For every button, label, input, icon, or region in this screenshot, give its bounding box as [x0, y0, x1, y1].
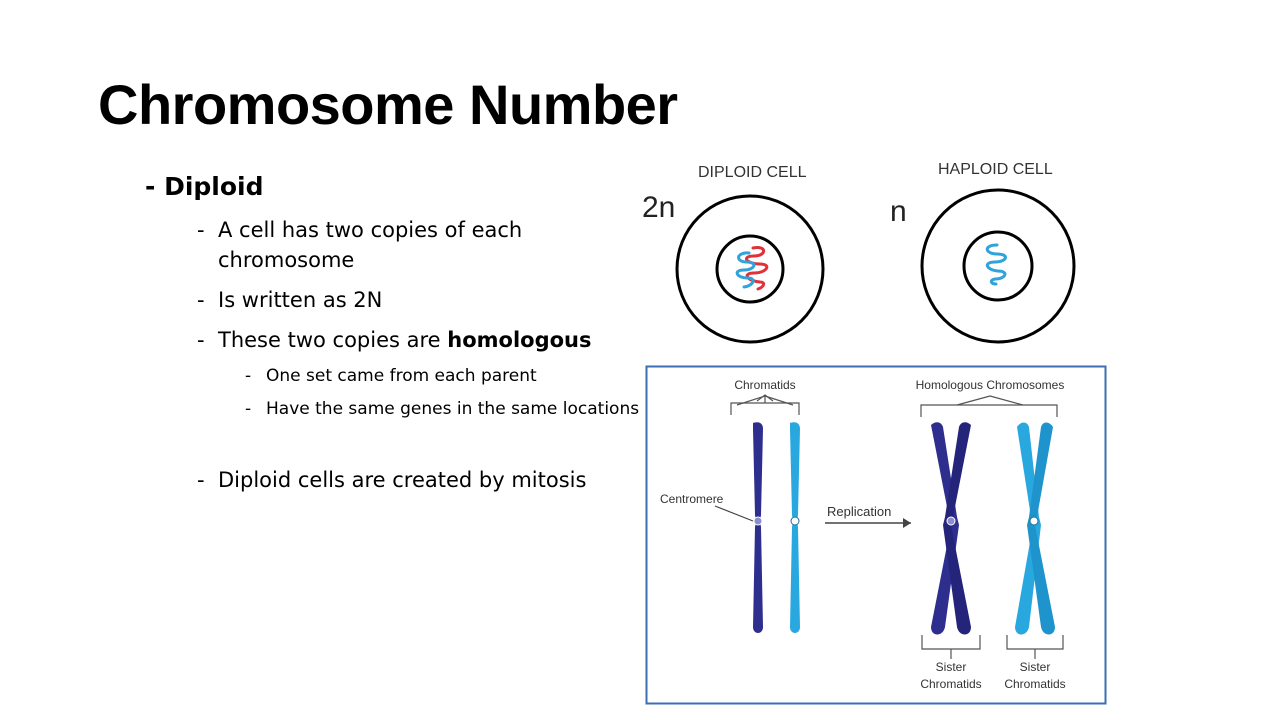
sister-bracket-light	[1006, 635, 1064, 659]
chromatid-replication-figure: Chromatids Homologous Chromosomes Centro…	[645, 365, 1107, 705]
bullet-dash: -	[245, 366, 252, 386]
diploid-ploidy-label: 2n	[642, 191, 675, 224]
sister-label-right-line1: Sister	[1020, 660, 1051, 674]
sister-label-left-line2: Chromatids	[920, 677, 981, 691]
bullet-text: Diploid cells are created by mitosis	[218, 468, 587, 492]
sub-bullet-text: Have the same genes in the same location…	[266, 399, 640, 419]
diploid-chromosome-red	[744, 245, 769, 291]
bullet-bold-term: homologous	[447, 328, 592, 352]
homologous-bracket	[920, 404, 1058, 417]
chromosome-dark	[753, 422, 763, 633]
haploid-cell-label: HAPLOID CELL	[938, 161, 1053, 178]
bullet-dash: -	[197, 468, 205, 492]
bullet-dash: -	[197, 328, 205, 352]
replication-label: Replication	[827, 504, 891, 519]
sub-bullet-item: - Have the same genes in the same locati…	[145, 398, 645, 421]
haploid-cell-nucleus	[962, 230, 1034, 302]
haploid-chromosome-blue	[985, 243, 1007, 286]
cell-comparison-figure: DIPLOID CELL 2n HAPLOID CELL n	[642, 161, 1076, 344]
sister-label-left-line1: Sister	[936, 660, 967, 674]
replicated-chromosome-dark	[931, 422, 971, 635]
centromere-dark	[753, 516, 763, 526]
sister-bracket-dark	[921, 635, 981, 659]
chromosome-light	[790, 422, 800, 633]
bullet-text: These two copies are	[218, 328, 448, 352]
heading-diploid: - Diploid	[145, 172, 264, 201]
centromere-label: Centromere	[660, 492, 724, 506]
sister-label-right-line2: Chromatids	[1004, 677, 1065, 691]
haploid-cell-membrane	[920, 188, 1076, 344]
diploid-cell-nucleus	[715, 234, 785, 304]
bullet-dash: -	[197, 218, 205, 242]
diploid-cell-membrane	[675, 194, 825, 344]
diploid-cell-label: DIPLOID CELL	[698, 164, 807, 181]
sub-bullet-item: - One set came from each parent	[145, 365, 645, 388]
bullet-item: - Is written as 2N	[145, 285, 645, 315]
chromatids-label: Chromatids	[734, 378, 795, 392]
chromatids-bracket	[730, 394, 800, 415]
bullet-dash: -	[197, 288, 205, 312]
slide-title: Chromosome Number	[98, 73, 678, 136]
homologous-chromosomes-label: Homologous Chromosomes	[916, 378, 1065, 392]
bullet-text: Is written as 2N	[218, 288, 383, 312]
bullet-item: - A cell has two copies of each chromoso…	[145, 215, 645, 275]
bullet-item: - Diploid cells are created by mitosis	[145, 465, 645, 495]
sub-bullet-text: One set came from each parent	[266, 366, 537, 386]
centromere-light	[790, 516, 800, 526]
replicated-chromosome-light	[1015, 422, 1055, 635]
bullet-list: - Diploid - A cell has two copies of eac…	[145, 172, 645, 505]
diploid-chromosome-blue	[735, 251, 756, 289]
bullet-item: - These two copies are homologous	[145, 325, 645, 355]
bullet-dash: -	[245, 399, 252, 419]
haploid-ploidy-label: n	[890, 195, 907, 228]
bullet-text: A cell has two copies of each chromosome	[218, 218, 523, 272]
centromere-pointer	[714, 505, 754, 522]
